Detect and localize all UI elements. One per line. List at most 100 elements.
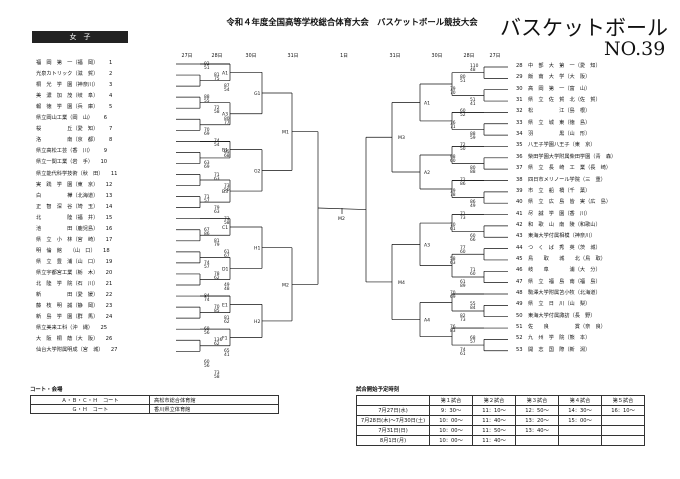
team-name: 飯 南 大 学（大 阪） — [528, 74, 591, 81]
team-number: 25 — [100, 325, 108, 332]
bracket-node-label: A1 — [424, 100, 430, 106]
team-row: 県 立 豊 浦（山 口）19 — [36, 259, 112, 265]
team-name: 県立美来工科（沖 縄） — [36, 325, 94, 332]
team-number: 10 — [100, 159, 108, 166]
date-left-28: 28日 — [211, 54, 223, 59]
team-name: 松 江（島 根） — [528, 108, 591, 115]
team-number: 11 — [110, 170, 118, 177]
courts-cell: Ａ・Ｂ・Ｃ・Ｈ コート — [30, 395, 150, 405]
team-row: 新 島 学 園（群 馬）24 — [36, 314, 113, 321]
score-value: 66 — [470, 238, 476, 244]
venue-cell: 香川県立体育館 — [149, 404, 279, 414]
team-number: 24 — [105, 314, 113, 321]
schedule-row: 7月31日(日) 10：00～ 11：50～ 13：40～ — [356, 425, 645, 436]
schedule-section: 試合開始予定時刻 第１試合 第２試合 第３試合 第４試合 第５試合 7月27日(… — [356, 385, 645, 446]
score-value: 86 — [204, 231, 210, 237]
score-value: 63 — [214, 209, 220, 215]
score-value: 60 — [450, 158, 456, 164]
schedule-date: 8月1日(月) — [356, 435, 430, 446]
score-value: 54 — [224, 88, 230, 94]
score-value: 56 — [204, 364, 210, 370]
team-number: 21 — [105, 281, 113, 287]
score-value: 69 — [204, 327, 210, 333]
team-number: 38 — [516, 176, 523, 183]
team-name: 九 州 学 院（熊 本） — [528, 335, 591, 342]
schedule-time — [601, 425, 645, 436]
score-value: 80 — [470, 166, 476, 172]
score-value: 51 — [204, 66, 210, 71]
bracket-node-label: A1 — [222, 70, 228, 76]
score-value: 68 — [224, 154, 230, 160]
team-name: 藤 枝 明 誠（静 岡） — [36, 303, 99, 310]
schedule-header: 第３試合 — [515, 395, 559, 406]
score-value: 70 — [214, 305, 220, 311]
team-name: 県立高松工芸（香 川） — [36, 148, 94, 155]
team-name: 北 陸（福 井） — [36, 214, 99, 221]
score-value: 71 — [214, 172, 220, 178]
score-value: 60 — [470, 272, 476, 278]
team-name: 柴田学園大学附属柴田学園（青 森） — [528, 153, 617, 160]
team-row: 報 徳 学 園（兵 庫）5 — [36, 104, 112, 110]
team-number: 26 — [105, 336, 113, 343]
schedule-date: 7月27日(水) — [356, 405, 430, 416]
score-value: 76 — [450, 120, 456, 126]
team-row: 実 践 学 園（東 京）12 — [36, 182, 112, 188]
score-value: 86 — [470, 200, 476, 206]
team-name: 八王子学園八王子（東 京） — [528, 142, 596, 149]
team-name: 桜 丘（愛 知） — [36, 126, 99, 133]
bracket-node-label: A3 — [222, 112, 228, 118]
schedule-time — [558, 425, 602, 436]
score-value: 84 — [470, 306, 476, 312]
team-row: 北 陸 学 院（石 川）21 — [36, 281, 113, 287]
score-value: 88 — [204, 95, 210, 101]
bracket-node-label: M2 — [338, 216, 345, 222]
score-value: 69 — [204, 165, 210, 171]
schedule-time: 12：50～ — [515, 405, 559, 416]
schedule-time: 9：30～ — [429, 405, 473, 416]
score-value: 70 — [450, 90, 456, 96]
score-value: 56 — [224, 187, 230, 193]
score-value: 80 — [460, 75, 466, 81]
score-value: 49 — [224, 283, 230, 288]
team-number: 45 — [516, 255, 523, 262]
score-value: 49 — [470, 204, 476, 210]
score-value: 78 — [214, 271, 220, 277]
team-number: 49 — [516, 301, 523, 308]
team-name: 東海大学付属相模（神奈川） — [528, 233, 596, 240]
score-value: 98 — [450, 154, 456, 160]
team-name: 県 立 広 島 皆 実（広 島） — [528, 199, 612, 206]
team-number: 8 — [108, 137, 113, 144]
score-value: 73 — [224, 216, 230, 222]
team-number: 52 — [516, 335, 523, 342]
score-value: 83 — [450, 329, 456, 335]
score-value: 71 — [450, 124, 456, 130]
team-name: 東海大学付属諏訪（長 野） — [528, 312, 596, 319]
score-value: 61 — [460, 279, 466, 285]
team-row: 光泉カトリック（滋 賀）2 — [36, 71, 112, 77]
score-value: 80 — [224, 117, 230, 123]
team-number: 7 — [108, 126, 113, 133]
team-name: 佐 良 賞（奈 良） — [528, 324, 606, 331]
schedule-header: 第２試合 — [472, 395, 516, 406]
score-value: 61 — [450, 226, 456, 232]
schedule-header: 第４試合 — [558, 395, 602, 406]
team-number: 3 — [108, 82, 113, 89]
team-name: 高 岡 第 一（富 山） — [528, 85, 591, 92]
bracket-node-label: B1 — [222, 148, 228, 154]
score-value: 58 — [214, 110, 220, 116]
team-number: 14 — [105, 203, 113, 210]
team-number: 23 — [105, 303, 113, 310]
schedule-header: 第１試合 — [429, 395, 473, 406]
bracket-node-label: A4 — [424, 318, 430, 324]
schedule-header-row: 第１試合 第２試合 第３試合 第４試合 第５試合 — [356, 395, 645, 406]
team-row: 県 立 小 林（宮 崎）17 — [36, 237, 112, 243]
schedule-time: 13：40～ — [515, 425, 559, 436]
score-value: 110 — [470, 64, 479, 69]
